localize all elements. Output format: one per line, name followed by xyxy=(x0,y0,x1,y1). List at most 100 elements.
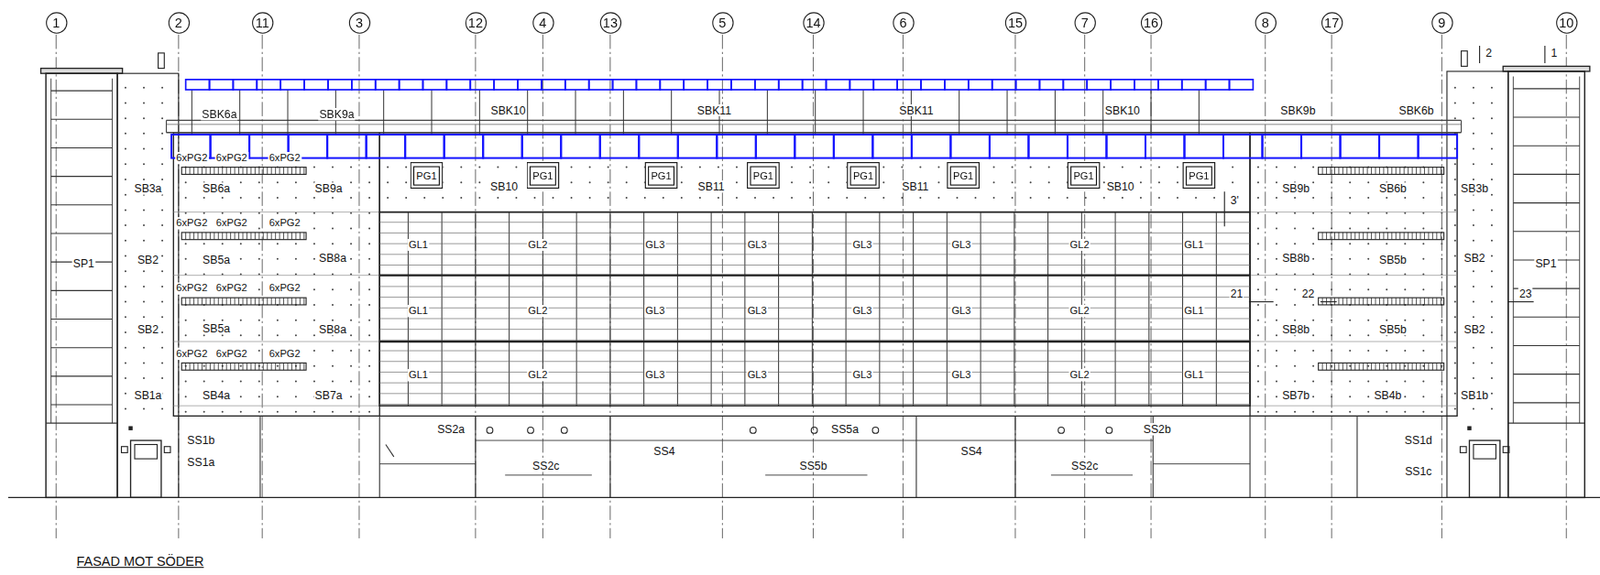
door-window xyxy=(134,444,157,460)
part-code: SS4 xyxy=(959,444,983,457)
part-code: 6xPG2 xyxy=(215,282,249,295)
solar-panel xyxy=(755,79,779,90)
panel-dot xyxy=(161,331,164,334)
luminaire-box: PG1 xyxy=(645,162,679,189)
panel-dot xyxy=(240,411,242,414)
panel-dot xyxy=(1367,227,1370,230)
panel-dot xyxy=(993,181,996,184)
panel-dot xyxy=(161,117,164,120)
panel-dot xyxy=(1176,166,1179,169)
lamp-strip xyxy=(181,297,307,306)
panel-dot xyxy=(1472,163,1475,165)
node-text: PG1 xyxy=(647,165,675,186)
lamp-strip-tick xyxy=(1395,297,1397,306)
panel-dot xyxy=(1454,254,1457,257)
panel-dot xyxy=(1385,227,1388,230)
panel-dot xyxy=(350,242,352,245)
panel-dot xyxy=(142,301,145,304)
solar-panel xyxy=(659,79,684,90)
panel-dot xyxy=(1422,319,1425,322)
lamp-strip-tick xyxy=(238,167,240,176)
panel-dot xyxy=(203,411,206,414)
lamp-strip-tick xyxy=(1354,362,1356,371)
solar-panel xyxy=(1418,134,1458,159)
panel-dot xyxy=(1367,334,1370,337)
node-text: PG1 xyxy=(413,165,440,186)
panel-dot xyxy=(1257,365,1260,368)
lamp-strip-tick xyxy=(1334,232,1336,241)
lamp-strip-tick xyxy=(266,232,268,241)
lamp-strip-tick xyxy=(1362,297,1364,306)
tower-window-line xyxy=(1512,402,1579,404)
lamp-strip-tick xyxy=(263,167,264,176)
lamp-strip-tick xyxy=(205,362,207,371)
luminaire-box: PG1 xyxy=(1067,162,1101,189)
panel-dot xyxy=(1257,334,1260,337)
lamp-strip-tick xyxy=(234,297,236,306)
part-code: SS5b xyxy=(798,460,828,472)
tower-window-line xyxy=(1512,116,1579,118)
door-light xyxy=(1459,447,1467,454)
tower-mullion xyxy=(1578,76,1580,425)
panel-dot xyxy=(185,411,187,414)
part-code: GL3 xyxy=(644,369,666,382)
panel-dot xyxy=(1293,242,1296,245)
panel-dot xyxy=(295,319,297,322)
panel-dot xyxy=(993,197,996,199)
panel-dot xyxy=(607,181,610,184)
panel-dot xyxy=(699,197,702,199)
lamp-strip-tick xyxy=(266,362,268,371)
panel-dot xyxy=(1403,319,1406,322)
panel-dot xyxy=(313,227,316,230)
lamp-strip-tick xyxy=(1415,297,1417,306)
solar-panel xyxy=(444,134,484,159)
lamp-strip-tick xyxy=(201,232,203,241)
panel-dot xyxy=(1367,380,1370,383)
part-code: 6xPG2 xyxy=(268,152,302,165)
facade-block xyxy=(1249,132,1458,417)
base-post xyxy=(259,416,261,498)
part-code: SB2 xyxy=(136,323,160,336)
lamp-strip-tick xyxy=(189,362,191,371)
lamp-strip-tick xyxy=(246,297,248,306)
lamp-strip-tick xyxy=(1387,297,1389,306)
panel-dot xyxy=(161,270,164,273)
callout-number: 21 xyxy=(1229,287,1245,300)
panel-dot xyxy=(809,166,811,169)
luminaire-box: PG1 xyxy=(946,162,980,189)
glazing-transom xyxy=(379,285,1250,287)
grid-axis-line xyxy=(1566,34,1568,539)
part-code: SB7a xyxy=(313,389,343,402)
leader-line xyxy=(1544,45,1546,64)
lamp-strip-tick xyxy=(1440,232,1442,241)
solar-panel xyxy=(1086,79,1111,90)
glazing-mullion xyxy=(811,212,813,407)
panel-dot xyxy=(1403,212,1406,215)
panel-dot xyxy=(221,319,224,322)
part-code: GL1 xyxy=(1183,239,1205,252)
glazing-mullion xyxy=(711,212,713,407)
panel-dot xyxy=(1293,197,1296,199)
part-code: SS4 xyxy=(652,444,676,457)
panel-dot xyxy=(258,212,261,215)
panel-dot xyxy=(1176,181,1179,184)
lamp-strip-tick xyxy=(193,232,195,241)
lamp-strip-tick xyxy=(1395,362,1397,371)
panel-dot xyxy=(1454,347,1457,350)
panel-dot xyxy=(1066,197,1069,199)
panel-dot xyxy=(258,395,261,398)
solar-panel xyxy=(992,79,1017,90)
panel-dot xyxy=(1275,258,1278,261)
glazing-transom xyxy=(379,264,1250,266)
solar-panel xyxy=(327,134,367,159)
panel-dot xyxy=(1257,258,1260,261)
lamp-strip-tick xyxy=(258,167,260,176)
lamp-strip-tick xyxy=(234,232,236,241)
panel-dot xyxy=(1275,319,1278,322)
lamp-strip-tick xyxy=(230,167,231,176)
lamp-strip xyxy=(181,167,307,176)
lamp-strip-tick xyxy=(1379,297,1381,306)
door-window xyxy=(1473,444,1496,460)
panel-dot xyxy=(1472,101,1475,104)
canopy-hanger xyxy=(191,89,193,135)
